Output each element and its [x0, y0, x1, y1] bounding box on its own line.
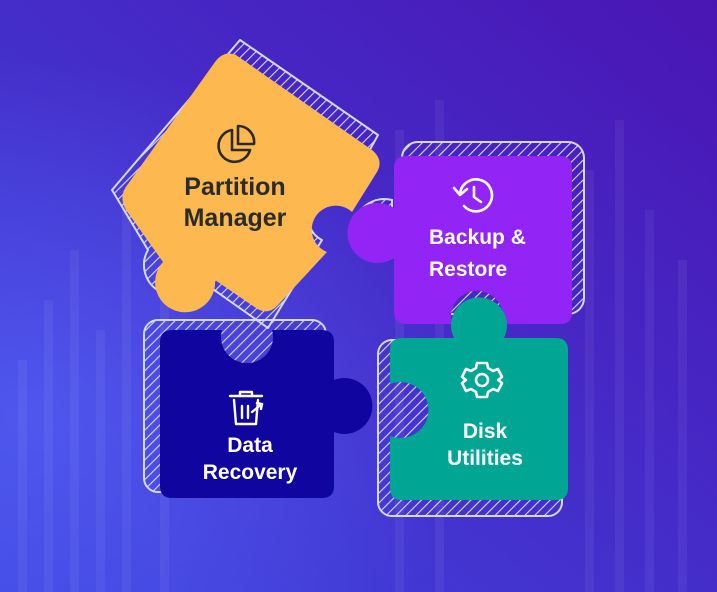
data-recovery-line1: Data	[227, 434, 273, 457]
piece-disk-utilities	[390, 297, 568, 500]
data-recovery-line2: Recovery	[202, 461, 298, 485]
backup-restore-line2: Restore	[429, 257, 508, 281]
disk-utilities-line1: Disk	[462, 420, 508, 443]
trash-restore-icon	[228, 390, 264, 426]
history-icon	[452, 178, 494, 213]
partition-manager-line1: Partition	[184, 173, 286, 201]
piece-partition-manager	[122, 53, 380, 313]
disk-utilities-line2: Utilities	[447, 447, 523, 471]
partition-manager-line2: Manager	[183, 203, 287, 232]
piece-data-recovery	[160, 330, 373, 498]
data-recovery-label: Data Recovery	[170, 432, 330, 487]
piece-backup-restore	[347, 156, 572, 324]
backup-restore-label: Backup & Restore	[405, 222, 565, 285]
partition-manager-label: Partition Manager	[140, 172, 330, 234]
pie-chart-icon	[217, 124, 256, 164]
disk-utilities-label: Disk Utilities	[405, 418, 565, 473]
backup-restore-line1: Backup &	[429, 226, 526, 249]
gear-icon	[460, 361, 504, 399]
